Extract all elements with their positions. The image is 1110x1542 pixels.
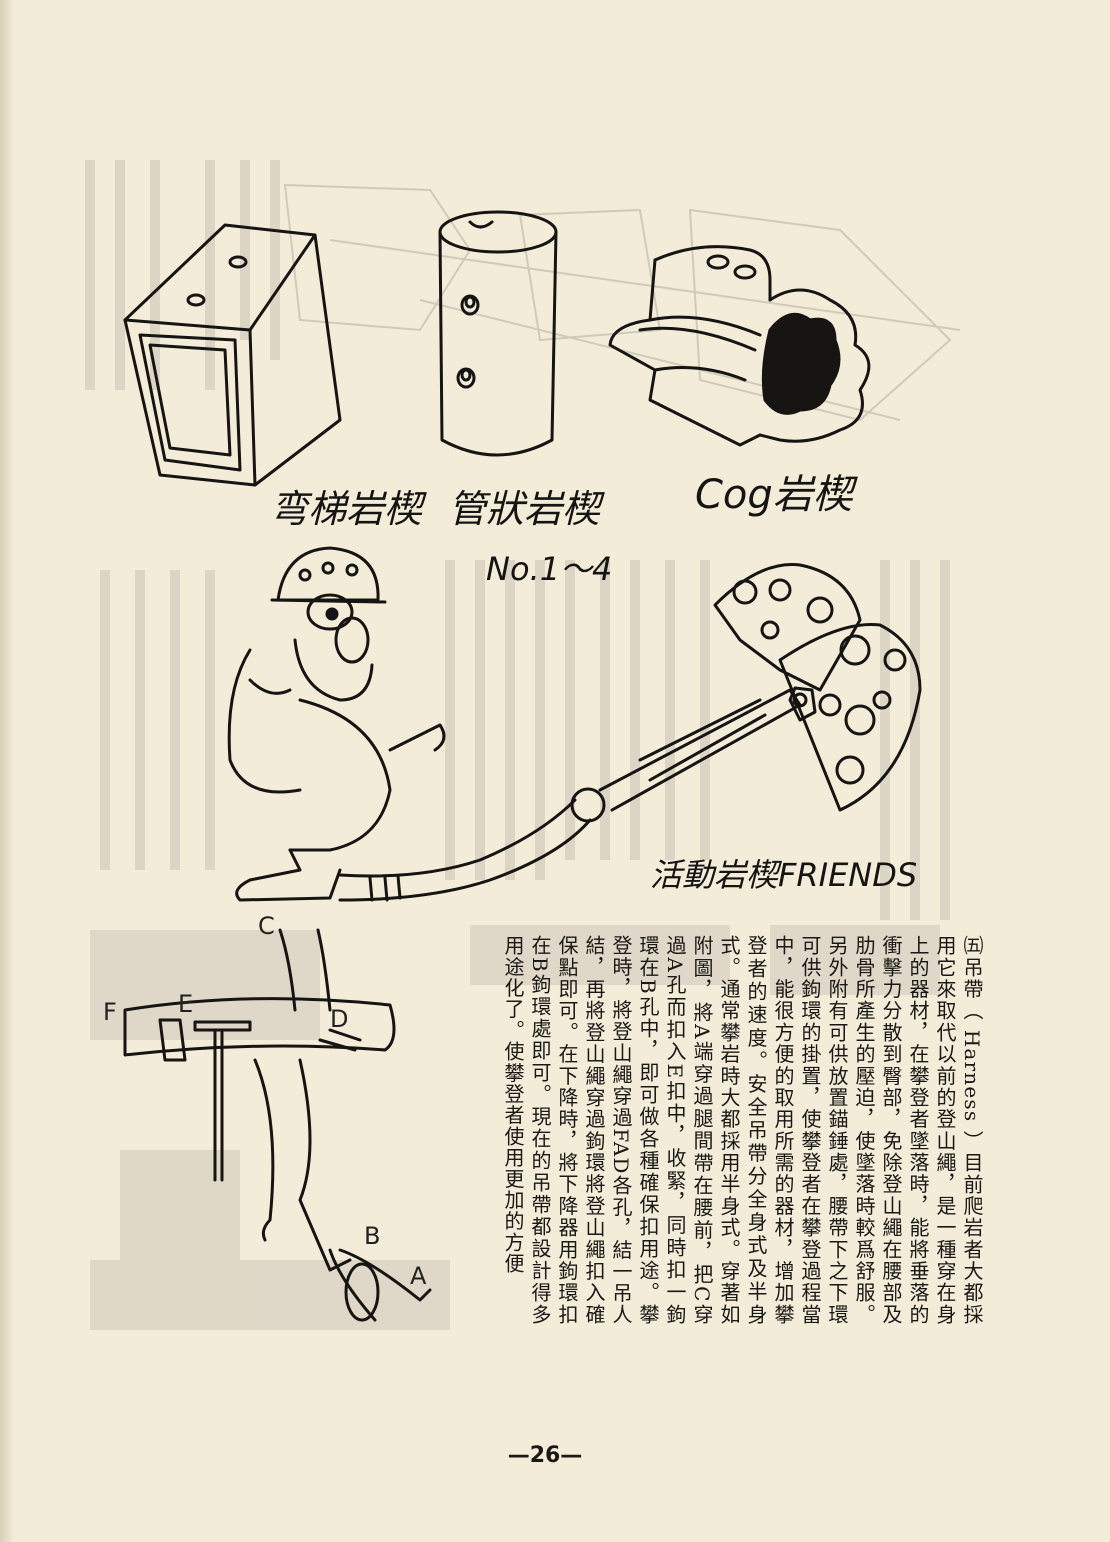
harness-label-d: D [330, 1005, 349, 1033]
body-paragraph: ㈤吊帶（ Harness ）目前爬岩者大都採用它來取代以前的登山繩，是一種穿在身… [501, 935, 984, 1325]
harness-label-e: E [178, 990, 194, 1018]
figure-number: No.1～4 [486, 550, 613, 588]
friends-cam-drawing [598, 563, 922, 812]
harness-label-c: C [258, 912, 275, 940]
page-number: —26— [507, 1443, 583, 1468]
page-spine-shadow [0, 0, 14, 1542]
caption-friends: 活動岩楔FRIENDS [650, 856, 918, 894]
caption-tube-chock: 管狀岩楔 [448, 487, 601, 531]
cog-chock-drawing [608, 245, 871, 447]
tube-chock-drawing [438, 210, 558, 457]
caption-cog-chock: Cog岩楔 [695, 472, 853, 518]
caption-offset-nut: 弯梯岩楔 [270, 487, 423, 531]
harness-label-a: A [410, 1262, 427, 1290]
body-text-harness: ㈤吊帶（ Harness ）目前爬岩者大都採用它來取代以前的登山繩，是一種穿在身… [455, 935, 985, 1325]
harness-label-f: F [103, 998, 117, 1026]
offset-nut-drawing [123, 223, 342, 487]
climber-cartoon-drawing [227, 546, 606, 902]
harness-label-b: B [364, 1222, 381, 1250]
harness-drawing [123, 928, 432, 1322]
